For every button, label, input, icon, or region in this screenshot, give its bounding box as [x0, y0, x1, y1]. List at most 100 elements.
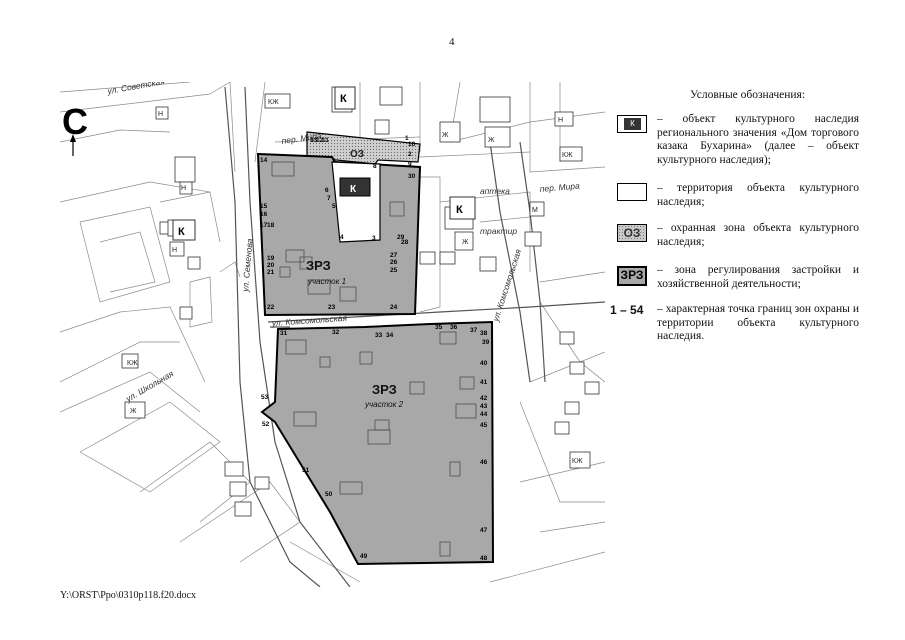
building-label: КЖ: [562, 152, 573, 159]
building-label: М: [532, 207, 538, 214]
point-label: 52: [262, 421, 270, 428]
point-label: 22: [267, 304, 275, 311]
zrz-section-2: [260, 320, 495, 566]
point-label: 32: [332, 329, 340, 336]
point-label: 26: [390, 259, 398, 266]
legend-text-oz: – охранная зона объекта культурного насл…: [657, 222, 859, 248]
page-number: 4: [449, 36, 455, 48]
point-label: 4: [340, 234, 344, 241]
k-buildings: К К К: [172, 86, 476, 241]
legend-symbol-points: 1 – 54: [610, 303, 644, 317]
legend-symbol-zrz: ЗРЗ: [617, 266, 647, 286]
point-label: 9: [408, 161, 412, 168]
point-label: 46: [480, 459, 488, 466]
point-label: 37: [470, 327, 478, 334]
building-label: КЖ: [268, 99, 279, 106]
point-label: 23: [328, 304, 336, 311]
point-label: 10: [408, 141, 416, 148]
point-label: 38: [480, 330, 488, 337]
building-label: Н: [558, 117, 563, 124]
point-label: 30: [408, 173, 416, 180]
legend-text-zrz: – зона регулирования застройки и хозяйст…: [657, 264, 859, 290]
buildings: [121, 86, 600, 517]
oz-zone-label: ОЗ: [350, 149, 364, 160]
point-label: 29: [397, 234, 405, 241]
building-label: Ж: [462, 239, 469, 246]
point-label: 20: [267, 262, 275, 269]
point-label: 53: [261, 394, 269, 401]
zrz-2-label: ЗРЗ: [372, 382, 397, 397]
point-label: 28: [401, 239, 409, 246]
zone1-buildings: [271, 161, 405, 302]
building-label: К: [340, 93, 347, 105]
building-label: К: [456, 204, 463, 216]
building-label: Н: [158, 111, 163, 118]
point-label: 48: [480, 555, 488, 562]
street-label: ул. Советская: [106, 82, 166, 96]
point-label: 1: [405, 135, 409, 142]
building-label: Н: [181, 185, 186, 192]
building-label: Ж: [488, 137, 495, 144]
point-label: 2: [408, 151, 412, 158]
point-label: 12: [316, 137, 324, 144]
point-label: 36: [450, 324, 458, 331]
zrz-1-sublabel: участок 1: [307, 277, 346, 286]
object-symbol-label: К: [624, 118, 641, 130]
point-label: 27: [390, 252, 398, 259]
point-label: 5: [332, 203, 336, 210]
poi-label: аптека: [480, 186, 510, 196]
street-edges: [224, 86, 605, 587]
map: КЖ КЖ Ж Ж Н Н Н Н КЖ Ж Ж КЖ М К К К ОЗ К…: [60, 82, 605, 587]
building-label: Ж: [442, 132, 449, 139]
building-label: К: [178, 226, 185, 238]
street-label: ул. Семенова: [240, 238, 255, 293]
point-label: 31: [280, 330, 288, 337]
point-label: 24: [390, 304, 398, 311]
north-arrow: С: [62, 101, 88, 156]
point-label: 45: [480, 422, 488, 429]
north-letter: С: [62, 101, 88, 142]
point-label: 33: [375, 332, 383, 339]
point-label: 43: [480, 403, 488, 410]
point-label: 41: [480, 379, 488, 386]
legend-item-points: 1 – 54 – характерная точка границ зон ох…: [610, 303, 862, 348]
street-labels: пер. Мира пер. Мира ул. Семенова ул. Ком…: [106, 82, 581, 404]
legend-title: Условные обозначения:: [690, 89, 806, 101]
building-label: КЖ: [572, 458, 583, 465]
point-label: 14: [260, 157, 268, 164]
point-label: 35: [435, 324, 443, 331]
street-label: пер. Мира: [539, 181, 580, 194]
point-label: 47: [480, 527, 488, 534]
point-label: 3: [372, 235, 376, 242]
point-label: 11: [322, 137, 329, 144]
point-label: 51: [302, 467, 310, 474]
zone2-buildings: [285, 331, 477, 557]
north-arrow-head: [70, 134, 76, 142]
legend-item-object: К – объект культурного наследия регионал…: [610, 113, 862, 175]
object-building: [339, 177, 371, 197]
point-label: 40: [480, 360, 488, 367]
point-label: 17: [260, 222, 268, 229]
building-label: Ж: [130, 408, 137, 415]
legend-item-zrz: ЗРЗ – зона регулирования застройки и хоз…: [610, 264, 862, 296]
point-label: 15: [260, 203, 268, 210]
legend-text-object: – объект культурного наследия региональн…: [657, 113, 859, 166]
legend-symbol-object: К: [617, 115, 647, 133]
point-label: 49: [360, 553, 368, 560]
point-label: 42: [480, 395, 488, 402]
legend-item-oz: ОЗ – охранная зона объекта культурного н…: [610, 222, 862, 254]
map-canvas: КЖ КЖ Ж Ж Н Н Н Н КЖ Ж Ж КЖ М К К К ОЗ К…: [60, 82, 605, 587]
building-labels: КЖ КЖ Ж Ж Н Н Н Н КЖ Ж Ж КЖ М: [127, 99, 583, 465]
legend-symbol-oz: ОЗ: [617, 224, 647, 242]
point-label: 7: [327, 195, 331, 202]
poi-label: трактир: [480, 226, 517, 236]
legend-symbol-territory: [617, 183, 647, 201]
zrz-1-label: ЗРЗ: [306, 258, 331, 273]
point-label: 39: [482, 339, 490, 346]
point-label: 16: [260, 211, 268, 218]
point-label: 13: [310, 137, 318, 144]
point-label: 18: [267, 222, 275, 229]
object-label: К: [350, 184, 357, 195]
legend-item-territory: – территория объекта культурного наследи…: [610, 182, 862, 214]
zrz-2-sublabel: участок 2: [364, 400, 404, 409]
